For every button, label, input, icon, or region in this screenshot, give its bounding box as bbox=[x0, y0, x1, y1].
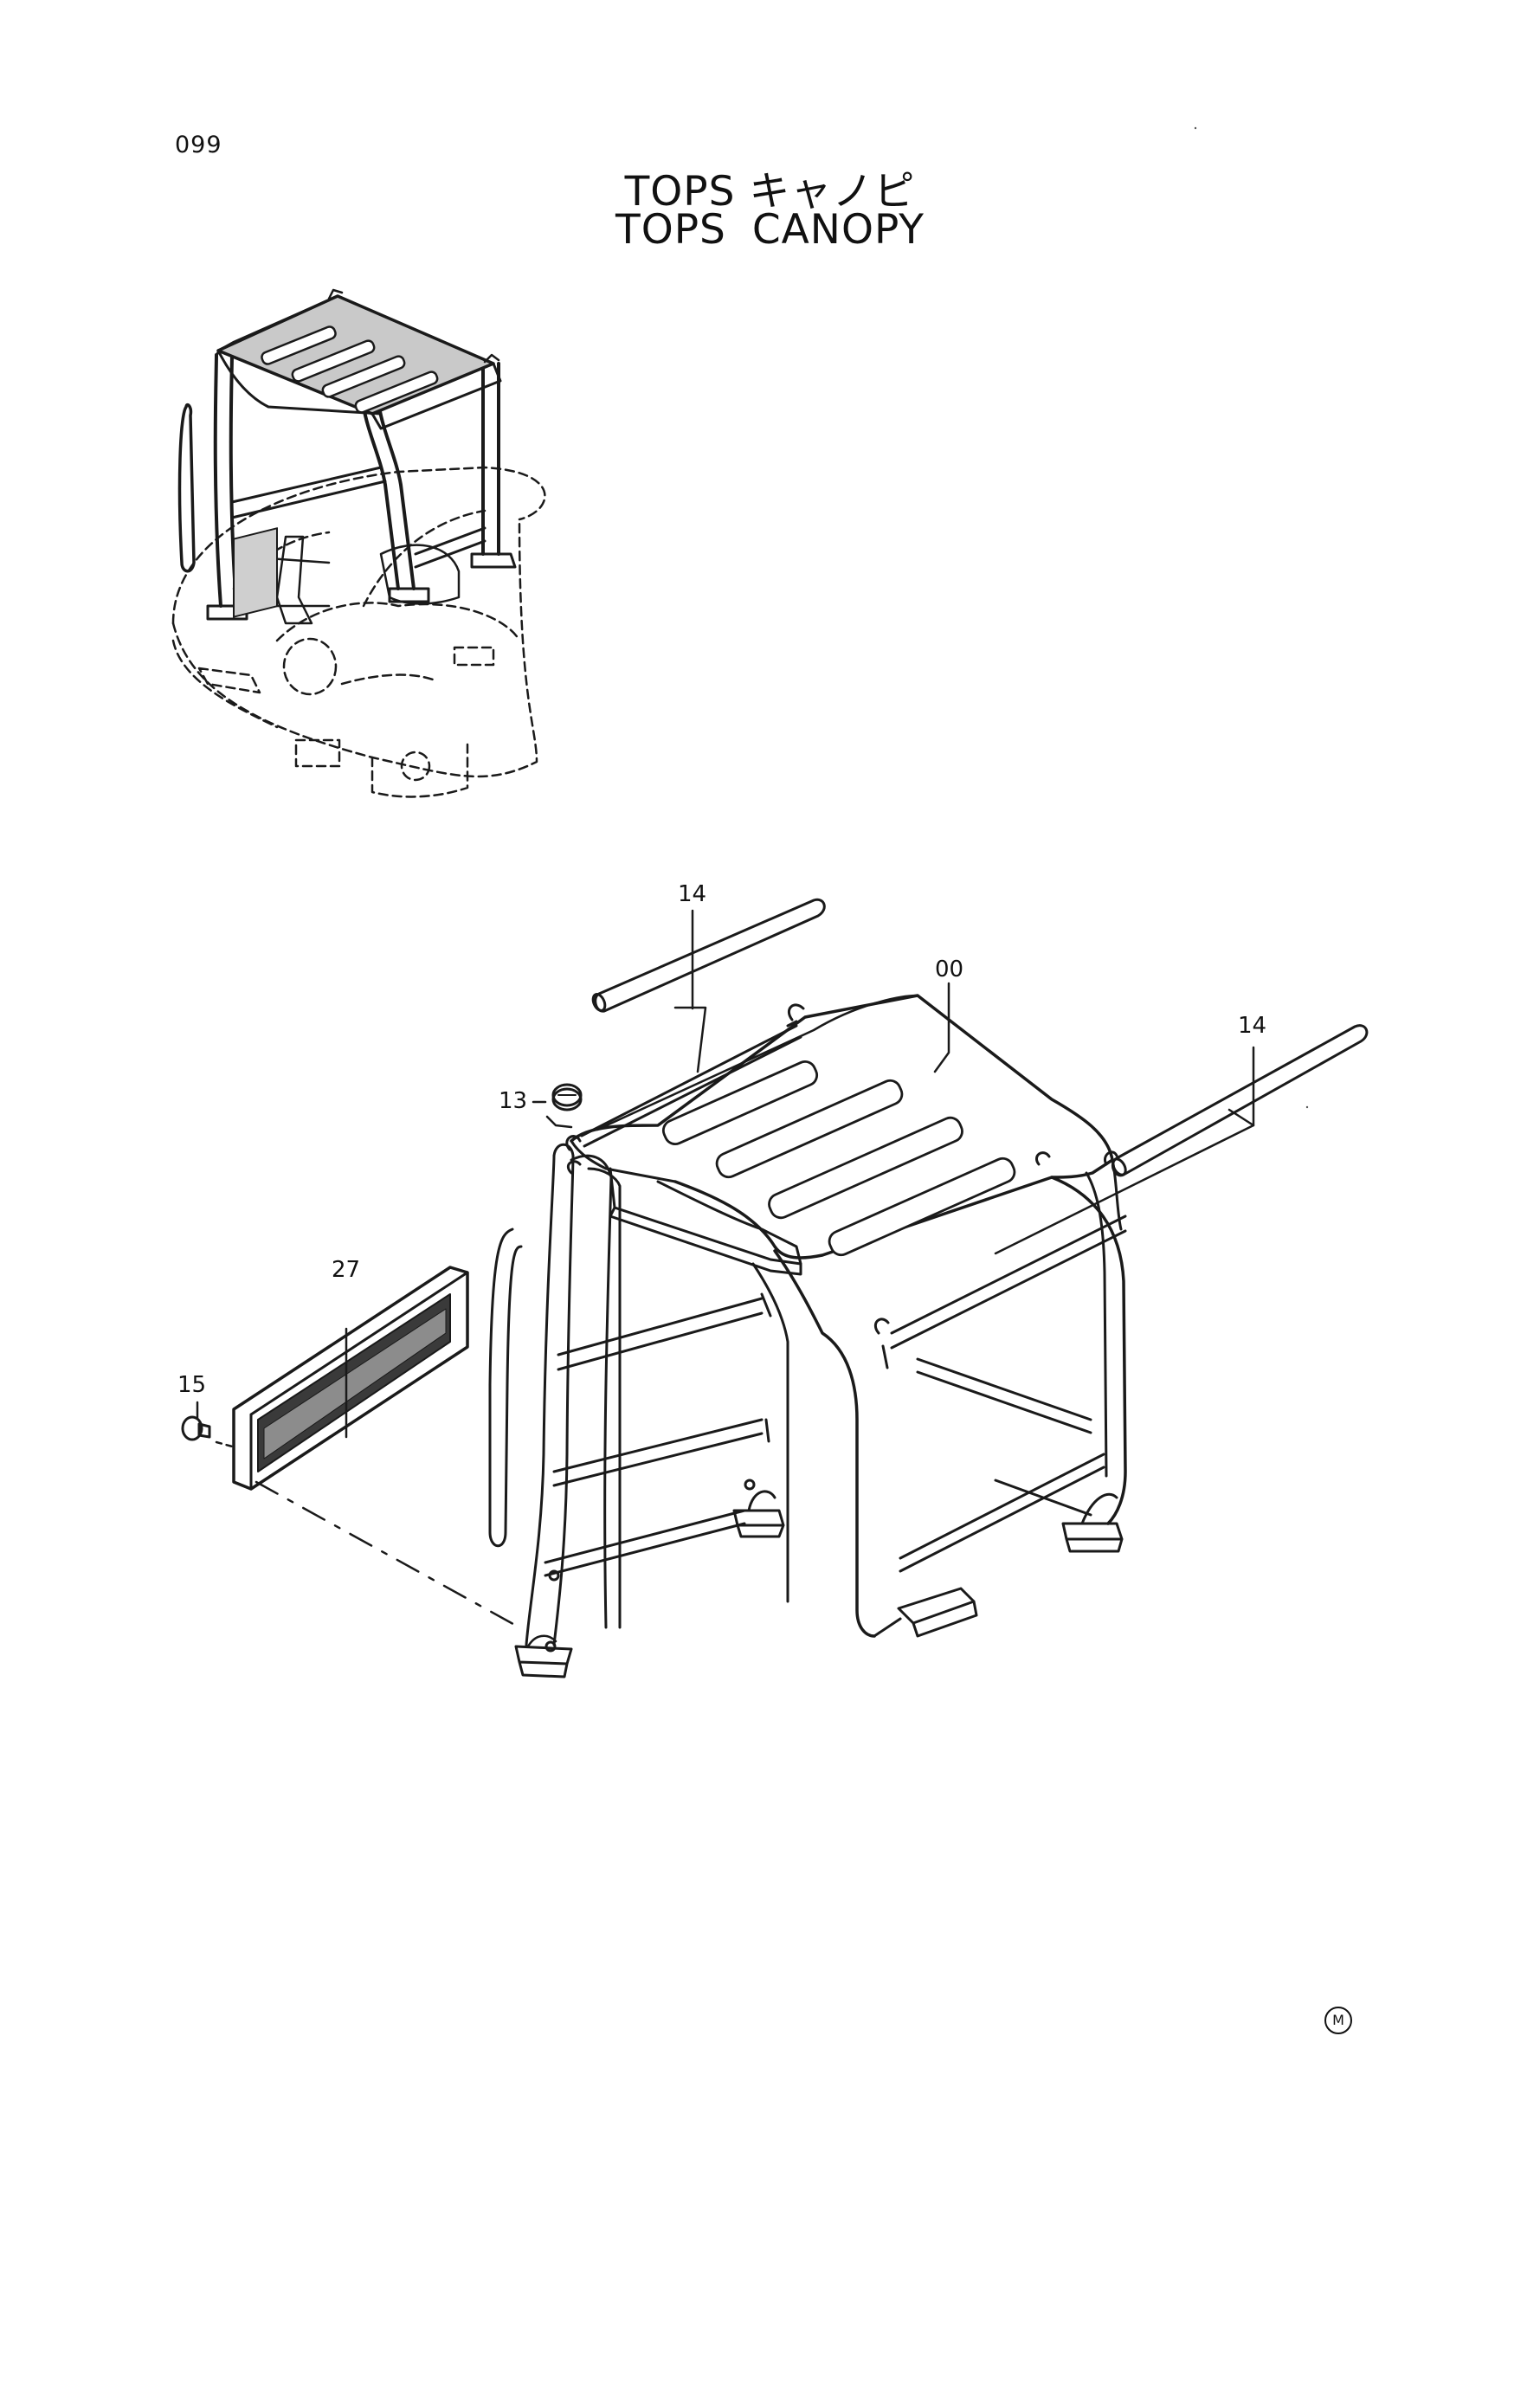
callout-leader-lines bbox=[196, 909, 1255, 1629]
rubber-cover-left bbox=[591, 898, 826, 1013]
title-japanese: TOPS キャノピ bbox=[624, 168, 916, 216]
nut-part bbox=[551, 1083, 583, 1111]
callout-14-right: 14 bbox=[1238, 1013, 1267, 1039]
page-number: 099 bbox=[175, 132, 222, 158]
excavator-overview-illustration bbox=[171, 288, 546, 798]
canopy-exploded-illustration bbox=[488, 994, 1127, 1678]
footer-mark-letter: M bbox=[1332, 2012, 1344, 2028]
rubber-cover-right bbox=[1112, 1024, 1369, 1177]
footer-mark-badge: M bbox=[1324, 2007, 1352, 2034]
parts-drawing bbox=[171, 126, 1369, 1678]
callout-00-canopy: 00 bbox=[935, 957, 964, 983]
bolt-part bbox=[181, 1415, 211, 1441]
title-english: TOPS CANOPY bbox=[615, 206, 925, 254]
callout-13-nut: 13 bbox=[499, 1088, 528, 1114]
guard-panel-part bbox=[232, 1266, 469, 1491]
circled-m-icon bbox=[1330, 2358, 1356, 2384]
callout-27-guard: 27 bbox=[332, 1257, 361, 1283]
callout-15-bolt: 15 bbox=[177, 1372, 207, 1398]
callout-14-left: 14 bbox=[678, 881, 707, 907]
